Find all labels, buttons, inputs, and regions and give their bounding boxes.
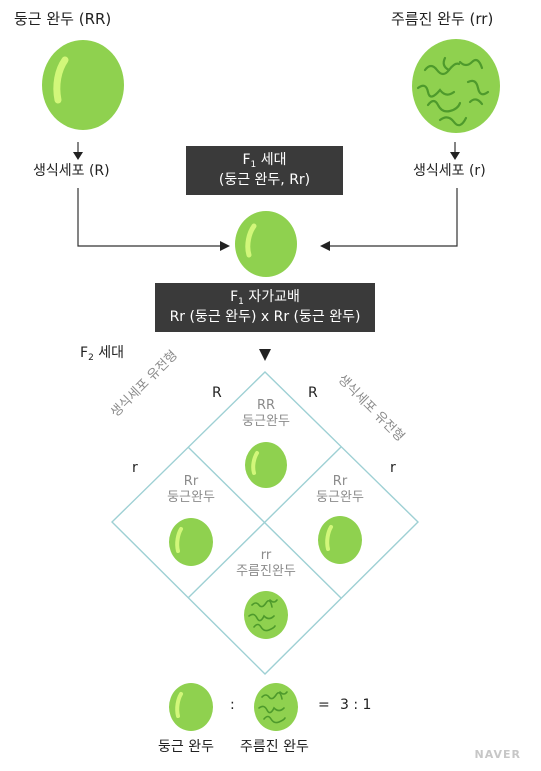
cell-bottom-text: rr 주름진완두 bbox=[221, 548, 311, 581]
allele-r-left: r bbox=[132, 460, 138, 476]
cell-bottom-genotype: rr bbox=[260, 548, 272, 563]
cross-box-line2: Rr (둥근 완두) x Rr (둥근 완두) bbox=[169, 309, 361, 326]
wrinkled-pea-parent bbox=[412, 39, 500, 133]
ratio-value: 3 : 1 bbox=[340, 697, 372, 713]
f1-prefix: F bbox=[242, 151, 251, 168]
parent-connectors bbox=[77, 142, 458, 247]
cell-top-genotype: RR bbox=[256, 398, 276, 413]
left-arrow-icon bbox=[320, 241, 330, 251]
f2-pea-right bbox=[318, 516, 362, 564]
f1-box-line1: F1 세대 bbox=[186, 151, 343, 171]
right-arrow-icon bbox=[220, 241, 230, 251]
f2-suffix: 세대 bbox=[93, 345, 125, 361]
ratio-wrinkled-pea bbox=[254, 683, 298, 731]
cross-subscript: 1 bbox=[238, 296, 244, 307]
f2-down-arrow-icon bbox=[259, 349, 271, 361]
arrow-heads bbox=[73, 152, 460, 361]
ratio-equals: = bbox=[318, 697, 330, 713]
wrinkled-parent-title: 주름진 완두 (rr) bbox=[391, 10, 494, 28]
cell-left-phenotype: 둥근완두 bbox=[167, 490, 215, 506]
left-gamete-label: 생식세포 (R) bbox=[33, 163, 110, 179]
f2-subscript: 2 bbox=[88, 353, 94, 363]
cell-top-text: RR 둥근완두 bbox=[226, 398, 306, 431]
cell-right-phenotype: 둥근완두 bbox=[316, 490, 364, 506]
round-parent-title: 둥근 완두 (RR) bbox=[14, 10, 112, 28]
ratio-round-pea bbox=[169, 683, 213, 731]
allele-R-right: R bbox=[308, 385, 318, 401]
f1-pea bbox=[235, 211, 297, 277]
punnett-grid bbox=[111, 371, 419, 675]
f1-subscript: 1 bbox=[250, 159, 257, 170]
cell-bottom-phenotype: 주름진완두 bbox=[236, 564, 296, 580]
f1-suffix: 세대 bbox=[256, 151, 287, 168]
left-down-arrow-icon bbox=[73, 152, 83, 160]
f2-pea-top bbox=[245, 442, 287, 488]
f1-generation-box: F1 세대 (둥근 완두, Rr) bbox=[186, 146, 343, 195]
f2-pea-left bbox=[169, 518, 213, 566]
cell-right-text: Rr 둥근완두 bbox=[300, 474, 380, 507]
f1-self-cross-box: F1 자가교배 Rr (둥근 완두) x Rr (둥근 완두) bbox=[155, 283, 375, 332]
allele-R-left: R bbox=[212, 385, 222, 401]
cell-left-text: Rr 둥근완두 bbox=[151, 474, 231, 507]
round-pea-parent bbox=[42, 40, 124, 130]
f2-pea-bottom-wrinkled bbox=[244, 591, 288, 639]
cell-top-phenotype: 둥근완두 bbox=[242, 414, 290, 430]
right-gamete-label: 생식세포 (r) bbox=[413, 163, 486, 179]
allele-r-right: r bbox=[390, 460, 396, 476]
f2-generation-label: F2 세대 bbox=[80, 345, 124, 364]
ratio-wrinkled-label: 주름진 완두 bbox=[240, 739, 309, 755]
f1-box-line2: (둥근 완두, Rr) bbox=[218, 172, 311, 189]
ratio-colon: : bbox=[230, 697, 235, 713]
ratio-round-label: 둥근 완두 bbox=[158, 739, 214, 755]
cross-box-line1: F1 자가교배 bbox=[155, 288, 375, 308]
cross-prefix: F bbox=[230, 288, 239, 305]
cell-left-genotype: Rr bbox=[183, 474, 199, 489]
cell-right-genotype: Rr bbox=[332, 474, 348, 489]
right-down-arrow-icon bbox=[450, 152, 460, 160]
naver-watermark: NAVER bbox=[474, 748, 521, 761]
f2-prefix: F bbox=[80, 345, 89, 361]
cross-suffix: 자가교배 bbox=[243, 288, 300, 305]
